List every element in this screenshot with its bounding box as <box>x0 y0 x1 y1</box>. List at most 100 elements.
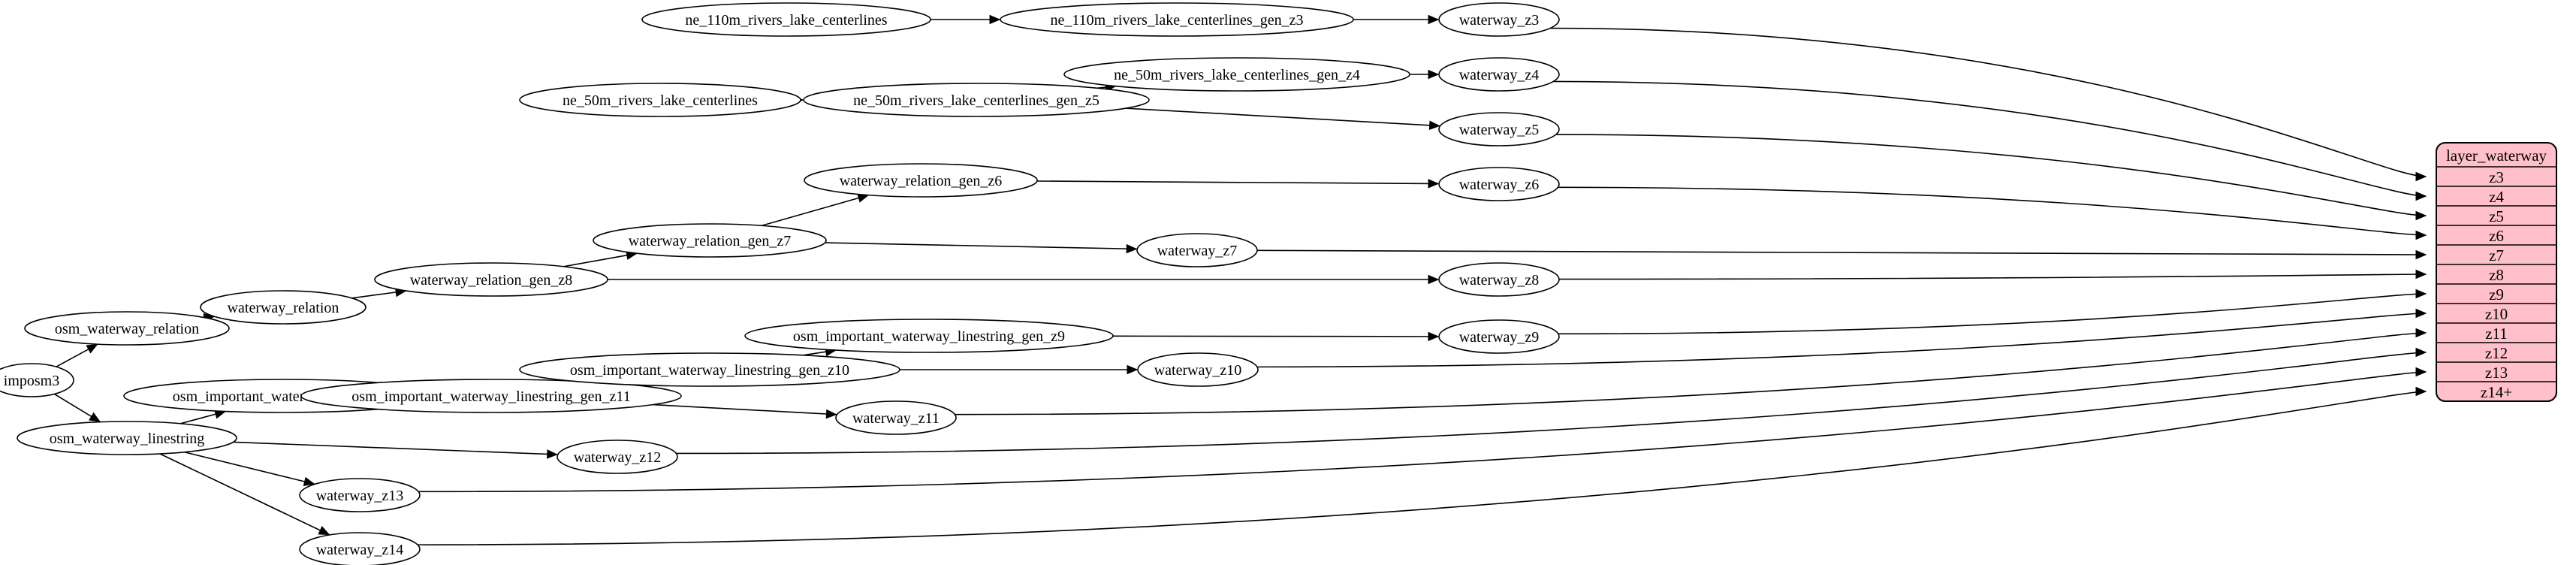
edge-arrowhead <box>2415 328 2427 338</box>
edge-line <box>418 391 2427 545</box>
edge-arrowhead <box>1428 120 1440 131</box>
node-label: ne_50m_rivers_lake_centerlines_gen_z5 <box>853 92 1099 109</box>
graph-node-waterway_z8[interactable]: waterway_z8 <box>1438 262 1560 297</box>
table-header-label: layer_waterway <box>2446 147 2547 165</box>
edge-line <box>418 371 2427 493</box>
node-ellipse <box>299 478 421 512</box>
node-ellipse <box>744 319 1114 353</box>
edge-arrowhead <box>1428 274 1440 285</box>
graph-node-waterway_z5[interactable]: waterway_z5 <box>1438 112 1560 147</box>
graph-node-ne_50m_rivers_lake_centerlines_gen_z4[interactable]: ne_50m_rivers_lake_centerlines_gen_z4 <box>1063 57 1410 92</box>
table-row-z10[interactable]: z10 <box>2485 305 2508 323</box>
graph-node-ne_50m_rivers_lake_centerlines_gen_z5[interactable]: ne_50m_rivers_lake_centerlines_gen_z5 <box>803 83 1150 117</box>
graph-node-waterway_z12[interactable]: waterway_z12 <box>557 440 678 474</box>
edge-arrowhead <box>1428 179 1440 189</box>
graph-node-ne_110m_rivers_lake_centerlines_gen_z3[interactable]: ne_110m_rivers_lake_centerlines_gen_z3 <box>1000 2 1354 37</box>
node-layer: imposm3 osm_waterway_relation osm_waterway… <box>0 2 1560 565</box>
node-ellipse <box>519 352 900 387</box>
node-ellipse <box>1000 2 1354 37</box>
table-row-z13[interactable]: z13 <box>2485 364 2508 382</box>
edge-arrowhead <box>2415 171 2427 182</box>
graph-node-osm_important_waterway_linestring_gen_z9[interactable]: osm_important_waterway_linestring_gen_z9 <box>744 319 1114 353</box>
edge-line <box>1256 249 2427 255</box>
graph-edge <box>1353 14 1440 25</box>
edge-arrowhead <box>2415 249 2427 260</box>
node-label: ne_50m_rivers_lake_centerlines_gen_z4 <box>1114 67 1360 83</box>
graph-node-waterway_z13[interactable]: waterway_z13 <box>299 478 421 512</box>
graph-node-osm_important_waterway_linestring_gen_z10[interactable]: osm_important_waterway_linestring_gen_z1… <box>519 352 900 387</box>
node-ellipse <box>1137 352 1259 387</box>
table-row-z12[interactable]: z12 <box>2485 344 2508 362</box>
table-row-z6[interactable]: z6 <box>2489 227 2504 245</box>
graph-node-waterway_z14[interactable]: waterway_z14 <box>299 532 421 565</box>
table-row-z11[interactable]: z11 <box>2485 325 2508 343</box>
edge-line <box>1256 313 2427 368</box>
edge-arrowhead <box>2415 269 2427 279</box>
edge-arrowhead <box>2415 210 2427 221</box>
node-ellipse <box>1136 233 1258 267</box>
node-label: waterway_z12 <box>574 449 662 466</box>
graph-node-imposm3[interactable]: imposm3 <box>0 363 74 397</box>
graph-node-waterway_z11[interactable]: waterway_z11 <box>835 400 957 435</box>
graph-node-waterway_z7[interactable]: waterway_z7 <box>1136 233 1258 267</box>
edge-arrowhead <box>825 409 837 419</box>
edge-line <box>676 352 2427 455</box>
node-ellipse <box>519 83 801 117</box>
node-label: waterway_z10 <box>1154 362 1242 379</box>
node-label: ne_50m_rivers_lake_centerlines <box>563 92 758 109</box>
edge-arrowhead <box>2415 308 2427 319</box>
graph-node-osm_important_waterway_linestring_gen_z11[interactable]: osm_important_waterway_linestring_gen_z1… <box>300 379 682 413</box>
node-label: osm_waterway_relation <box>55 321 199 337</box>
graph-node-waterway_z10[interactable]: waterway_z10 <box>1137 352 1259 387</box>
graph-edge <box>180 409 227 425</box>
graph-node-ne_50m_rivers_lake_centerlines[interactable]: ne_50m_rivers_lake_centerlines <box>519 83 801 117</box>
edge-line <box>563 252 637 267</box>
graph-node-waterway_relation_gen_z6[interactable]: waterway_relation_gen_z6 <box>804 163 1038 198</box>
graph-node-waterway_z4[interactable]: waterway_z4 <box>1438 57 1560 92</box>
edge-line <box>761 195 869 227</box>
graph-edge <box>1036 179 1440 189</box>
edge-arrowhead <box>1127 364 1139 375</box>
edge-line <box>159 453 330 536</box>
graph-edge <box>1410 69 1440 80</box>
graph-edge <box>184 451 315 486</box>
graph-node-waterway_z9[interactable]: waterway_z9 <box>1438 319 1560 354</box>
table-row-z4[interactable]: z4 <box>2489 188 2504 206</box>
graph-node-waterway_relation_gen_z7[interactable]: waterway_relation_gen_z7 <box>593 223 827 258</box>
graph-node-ne_110m_rivers_lake_centerlines[interactable]: ne_110m_rivers_lake_centerlines <box>641 2 931 37</box>
edge-arrowhead <box>2415 347 2427 358</box>
graph-node-waterway_relation_gen_z8[interactable]: waterway_relation_gen_z8 <box>374 262 608 297</box>
table-row-z8[interactable]: z8 <box>2489 266 2504 284</box>
graph-node-waterway_relation[interactable]: waterway_relation <box>200 290 366 325</box>
graph-node-waterway_z3[interactable]: waterway_z3 <box>1438 2 1560 37</box>
node-ellipse <box>804 163 1038 198</box>
node-ellipse <box>299 532 421 565</box>
node-label: osm_important_waterway_linestring_gen_z1… <box>570 362 849 379</box>
table-row-z7[interactable]: z7 <box>2489 246 2504 264</box>
edge-arrowhead <box>303 476 315 486</box>
graph-edge <box>761 193 870 227</box>
graph-edge <box>563 250 638 267</box>
table-row-z3[interactable]: z3 <box>2489 168 2504 186</box>
graph-edge <box>1256 249 2427 260</box>
edge-arrowhead <box>89 412 101 422</box>
graph-node-osm_waterway_linestring[interactable]: osm_waterway_linestring <box>17 421 237 455</box>
node-label: waterway_z14 <box>316 542 404 558</box>
node-ellipse <box>24 311 230 346</box>
graph-node-waterway_z6[interactable]: waterway_z6 <box>1438 167 1560 201</box>
graph-edge <box>676 347 2427 455</box>
graph-edge <box>1558 269 2427 280</box>
table-row-z9[interactable]: z9 <box>2489 286 2504 304</box>
edge-line <box>1558 186 2427 236</box>
graph-edge <box>1555 134 2427 221</box>
edge-arrowhead <box>547 449 559 459</box>
edge-arrowhead <box>2415 386 2427 397</box>
graph-edge <box>955 328 2427 415</box>
table-row-z5[interactable]: z5 <box>2489 207 2504 225</box>
table-row-z14+[interactable]: z14+ <box>2481 383 2512 401</box>
node-label: ne_110m_rivers_lake_centerlines <box>685 12 887 29</box>
node-label: ne_110m_rivers_lake_centerlines_gen_z3 <box>1051 12 1304 29</box>
graph-node-osm_waterway_relation[interactable]: osm_waterway_relation <box>24 311 230 346</box>
